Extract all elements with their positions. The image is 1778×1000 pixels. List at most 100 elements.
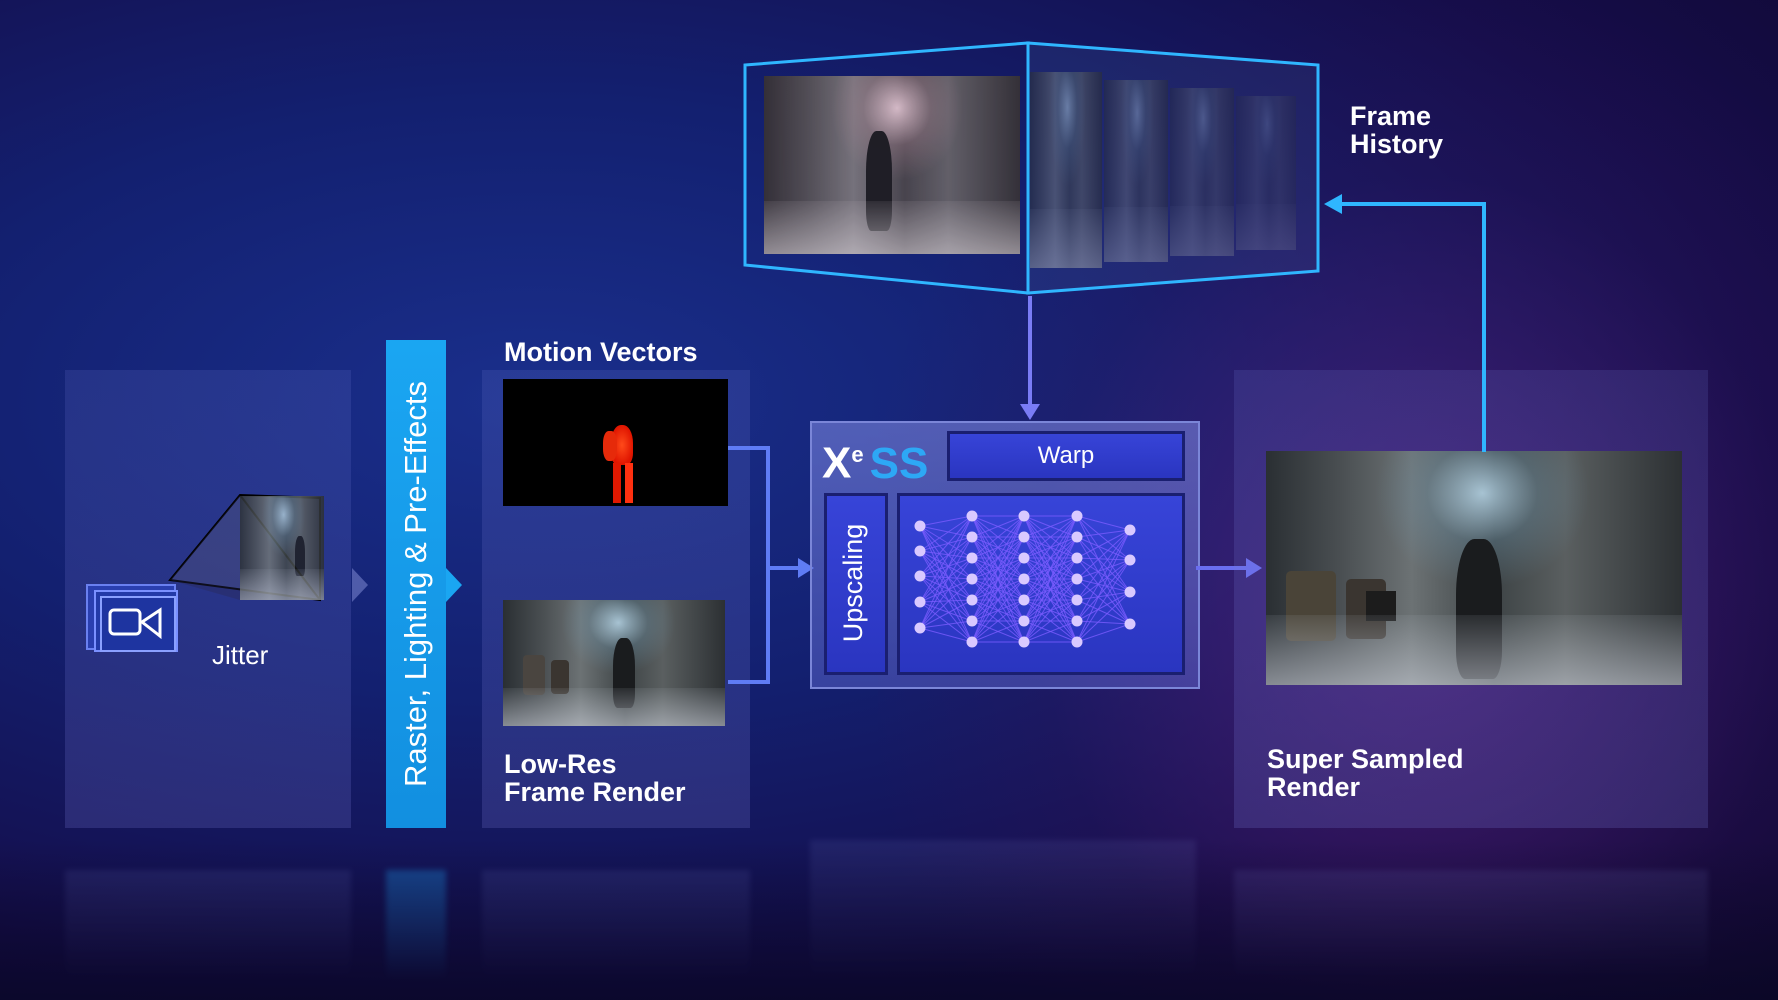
motion-figure-leg-left	[613, 463, 621, 503]
network-edge	[919, 515, 973, 527]
motion-vectors-label: Motion Vectors	[504, 337, 698, 367]
network-edge	[919, 536, 973, 552]
jitter-scene-preview	[240, 496, 324, 600]
network-edge	[1023, 599, 1078, 643]
network-edge	[1023, 515, 1078, 622]
super-sampled-label: Super Sampled Render	[1267, 744, 1464, 802]
network-node	[1018, 594, 1030, 606]
network-edge	[919, 515, 973, 603]
network-edge	[919, 536, 973, 603]
network-edge	[919, 515, 973, 577]
upscaling-label: Upscaling	[838, 523, 868, 643]
network-node	[1124, 554, 1136, 566]
raster-label: Raster, Lighting & Pre-Effects	[398, 380, 433, 788]
low-res-label: Low-Res Frame Render	[504, 749, 686, 807]
network-edge	[919, 557, 973, 603]
xess-logo-ss: SS	[869, 438, 929, 488]
network-edge	[1076, 529, 1131, 580]
xess-logo-x: X	[822, 438, 852, 488]
network-edge	[1076, 536, 1131, 561]
network-node	[1071, 531, 1083, 543]
feedback-arrow	[1324, 194, 1486, 452]
network-edge	[919, 550, 973, 580]
network-node	[1124, 586, 1136, 598]
network-edge	[919, 525, 973, 538]
network-edge	[971, 515, 1025, 559]
frame-history-slice-2	[1104, 80, 1168, 262]
network-edge	[1076, 515, 1131, 531]
network-node	[966, 531, 978, 543]
network-edge	[971, 536, 1025, 643]
jitter-arrow	[352, 568, 368, 602]
network-node	[1071, 615, 1083, 627]
network-edge	[1076, 529, 1131, 559]
input-connector	[728, 446, 814, 684]
network-edge	[919, 557, 973, 629]
camera-box	[100, 596, 176, 652]
history-down-arrow	[1020, 296, 1040, 420]
network-edge	[919, 601, 973, 622]
motion-figure-leg-right	[625, 463, 633, 503]
network-node	[1071, 636, 1083, 648]
network-edge	[1076, 591, 1131, 622]
network-edge	[1023, 515, 1078, 601]
network-edge	[919, 536, 973, 577]
network-edge	[971, 515, 1025, 580]
network-edge	[1023, 515, 1078, 643]
network-node	[966, 594, 978, 606]
network-edge	[919, 599, 973, 603]
motion-vectors-image	[503, 379, 728, 506]
network-edge	[1023, 536, 1078, 643]
network-node	[1018, 615, 1030, 627]
camera-icon	[108, 607, 162, 640]
network-edge	[919, 557, 973, 577]
network-edge	[919, 599, 973, 629]
network-edge	[919, 575, 973, 601]
xess-logo-e: e	[851, 442, 864, 467]
network-edge	[1023, 620, 1078, 643]
network-edge	[1076, 620, 1131, 625]
jitter-panel-reflection	[65, 870, 351, 980]
network-edge	[919, 550, 973, 601]
super-sampled-image	[1266, 451, 1682, 685]
network-edge	[1076, 529, 1131, 643]
jitter-label: Jitter	[212, 640, 269, 670]
render-panel-reflection	[482, 870, 750, 980]
network-node	[1124, 524, 1136, 536]
network-edge	[919, 575, 973, 622]
motion-figure-body	[611, 425, 633, 465]
network-edge	[1076, 529, 1131, 538]
network-edge	[971, 599, 1025, 643]
network-node	[1018, 573, 1030, 585]
network-edge	[971, 515, 1025, 643]
upscaling-box	[824, 493, 888, 675]
network-edge	[1076, 599, 1131, 625]
network-edge	[1023, 515, 1078, 559]
output-panel-reflection	[1234, 870, 1708, 980]
network-node	[1071, 552, 1083, 564]
network-edge	[971, 578, 1025, 643]
network-node	[966, 636, 978, 648]
network-edge	[919, 515, 973, 552]
network-edge	[919, 550, 973, 622]
network-edge	[919, 627, 973, 643]
network-edge	[1023, 515, 1078, 580]
network-edge	[919, 620, 973, 629]
neural-network-box	[897, 493, 1185, 675]
network-node	[914, 622, 926, 634]
floor-reflection	[0, 840, 1778, 1000]
network-edge	[1076, 557, 1131, 561]
network-node	[914, 520, 926, 532]
network-edge	[1076, 529, 1131, 601]
frame-history-slice-3	[1170, 88, 1234, 256]
network-edge	[919, 578, 973, 603]
frame-history-front	[764, 76, 1020, 254]
frame-history-slice-4	[1236, 96, 1296, 250]
network-edge	[971, 557, 1025, 643]
network-node	[966, 510, 978, 522]
network-edge	[971, 515, 1025, 538]
network-edge	[971, 515, 1025, 601]
low-res-image	[503, 600, 725, 726]
motion-figure-pack	[603, 431, 617, 461]
